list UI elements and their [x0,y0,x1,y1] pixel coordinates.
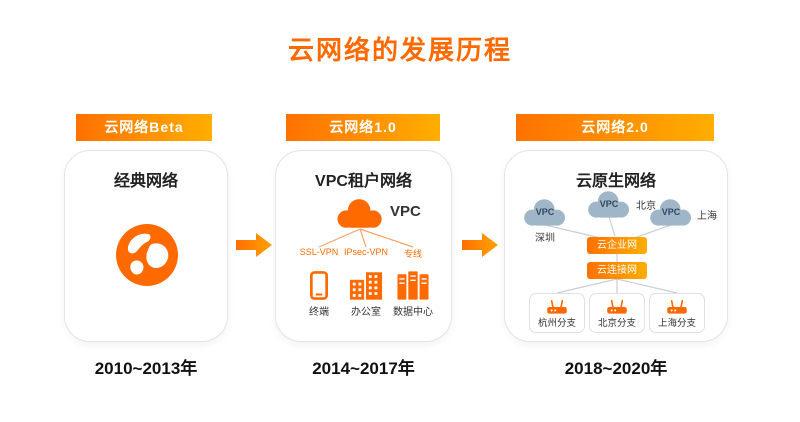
branch-shanghai: 上海分支 [649,293,705,333]
globe-icon [116,224,178,286]
years-vpc: 2014~2017年 [312,359,415,378]
arrow-right-icon [236,233,272,257]
stage-banner-1-0: 云网络1.0 [286,114,440,141]
endpoint-office: 办公室 [342,269,390,318]
cloud-icon [650,199,691,226]
card-vpc-tenant-network: VPC租户网络 VPC SSL-VPN IPsec-VPN 专线 终端 [275,150,452,342]
link-label-leased-line: 专线 [403,249,422,259]
branch-label: 上海分支 [657,318,696,329]
cloud-icon [588,191,629,218]
vpc-label: VPC [661,207,681,217]
card-title: VPC租户网络 [315,173,412,190]
stage-banner-2-0: 云网络2.0 [516,114,714,141]
card-title: 云原生网络 [575,173,656,190]
card-cloud-native-network: 云原生网络 VPC 深圳 VPC 北京 [504,150,728,342]
endpoint-label: 办公室 [351,307,381,318]
router-icon [546,299,568,315]
vpc-cloud-beijing: VPC [585,189,633,219]
card-title: 经典网络 [113,173,178,190]
router-icon [606,299,628,315]
years-classic: 2010~2013年 [94,359,198,378]
cloud-icon [524,199,565,226]
vpc-cloud-shenzhen: VPC [521,197,569,227]
arrow-right-icon [462,233,498,257]
city-label-beijing: 北京 [636,201,656,212]
endpoint-label: 终端 [309,307,329,318]
endpoint-datacenter: 数据中心 [390,269,436,318]
page-title: 云网络的发展历程 [287,35,512,65]
card-classic-network: 经典网络 [64,150,228,342]
stage-banner-beta: 云网络Beta [76,114,212,141]
vpc-label: VPC [535,207,555,217]
router-icon [666,299,688,315]
office-building-icon [349,269,383,300]
hub-cloud-connect-network: 云连接网 [587,262,647,279]
branch-beijing: 北京分支 [589,293,645,333]
link-label-ssl-vpn: SSL-VPN [299,247,339,257]
branch-hangzhou: 杭州分支 [529,293,585,333]
endpoint-terminal: 终端 [296,269,342,318]
branch-label: 北京分支 [597,318,636,329]
vpc-cloud-icon [337,199,382,228]
vpc-label: VPC [390,203,421,220]
phone-icon [310,269,328,300]
link-label-ipsec-vpn: IPsec-VPN [343,247,388,257]
endpoint-label: 数据中心 [393,307,433,318]
hub-cloud-enterprise-network: 云企业网 [587,237,647,254]
city-label-shanghai: 上海 [697,211,717,222]
branch-label: 杭州分支 [537,318,576,329]
vpc-cloud-shanghai: VPC [647,197,695,227]
years-cloud-native: 2018~2020年 [564,359,668,378]
city-label-shenzhen: 深圳 [535,233,555,244]
vpc-label: VPC [599,199,619,209]
datacenter-icon [397,269,429,300]
